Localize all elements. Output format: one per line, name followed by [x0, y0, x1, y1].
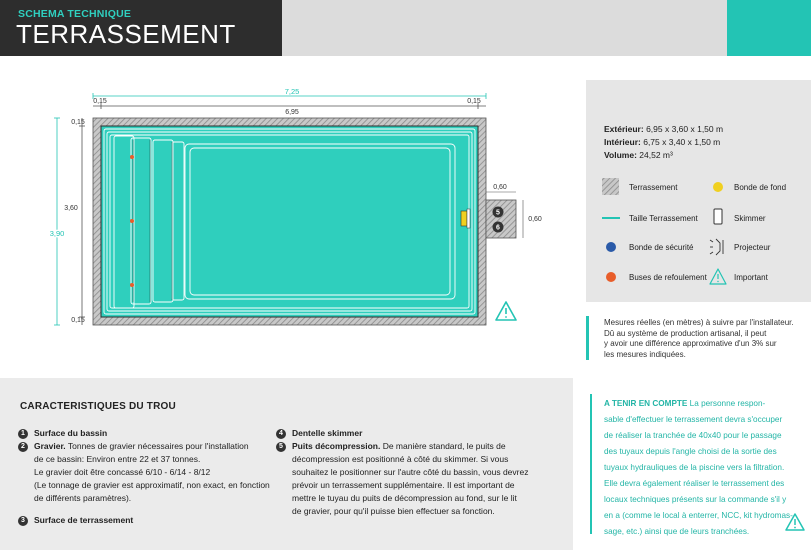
- dim-top-mid: 6,95: [285, 109, 299, 116]
- legend-skimmer: Skimmer: [734, 214, 766, 223]
- legend-icons: [602, 178, 727, 285]
- projector-icon: [709, 238, 724, 256]
- decompression-pit: [485, 199, 517, 239]
- characteristics-panel: [0, 378, 573, 550]
- skimmer-icon: [713, 208, 723, 225]
- warning-icon: [495, 301, 517, 321]
- header-subtitle: SCHEMA TECHNIQUE: [18, 8, 132, 20]
- top-dimensions: [92, 93, 487, 109]
- dim-left-total: 3,90: [50, 229, 65, 238]
- legend-bonde-de-fond: Bonde de fond: [734, 183, 787, 192]
- dim-pit-top: 0,60: [493, 184, 507, 191]
- pit-number-5: [492, 206, 504, 218]
- dim-exterieur: Extérieur: 6,95 x 3,60 x 1,50 m: [604, 124, 724, 134]
- hatched-square-icon: [602, 178, 619, 195]
- note-accent-bar: [586, 316, 589, 360]
- dim-left-bottom: 0,15: [71, 317, 85, 324]
- measurement-note: Mesures réelles (en mètres) à suivre par…: [604, 318, 794, 359]
- legend-important: Important: [734, 273, 768, 282]
- header-dark-block: [0, 0, 282, 56]
- buse-refoulement-3: [130, 283, 134, 287]
- svg-text:5: 5: [496, 210, 500, 217]
- skimmer-marker: [460, 210, 468, 227]
- dim-top-left: 0,15: [93, 98, 107, 105]
- header-teal-block: [727, 0, 811, 56]
- dim-left-top: 0,15: [71, 119, 85, 126]
- warning-icon: [709, 268, 727, 285]
- header-grey-band: [282, 0, 727, 56]
- svg-text:6: 6: [496, 225, 500, 232]
- pool-basin: [100, 125, 479, 318]
- yellow-dot-icon: [713, 182, 723, 192]
- tenir-en-compte-text: A TENIR EN COMPTE La personne respon- sa…: [604, 399, 793, 536]
- left-dimensions: [54, 117, 85, 326]
- tenir-accent-bar: [590, 394, 592, 534]
- legend-buses-refoulement: Buses de refoulement: [629, 273, 707, 282]
- dim-top-total: 7,25: [285, 87, 300, 96]
- warning-icon: [785, 513, 805, 531]
- dim-volume: Volume: 24,52 m³: [604, 150, 673, 160]
- dim-interieur: Intérieur: 6,75 x 3,40 x 1,50 m: [604, 137, 721, 147]
- legend-projecteur: Projecteur: [734, 243, 771, 252]
- dim-left-mid: 3,60: [64, 205, 78, 212]
- blue-dot-icon: [606, 242, 616, 252]
- legend-bonde-securite: Bonde de sécurité: [629, 243, 694, 252]
- pool-steps: [113, 135, 185, 309]
- characteristics-title: CARACTERISTIQUES DU TROU: [20, 401, 176, 412]
- dim-pit-right: 0,60: [528, 216, 542, 223]
- orange-dot-icon: [606, 272, 616, 282]
- buse-refoulement-1: [130, 155, 134, 159]
- legend-taille-terrassement: Taille Terrassement: [629, 214, 698, 223]
- page-title: TERRASSEMENT: [16, 19, 236, 49]
- pit-number-6: [492, 221, 504, 233]
- legend-terrassement: Terrassement: [629, 183, 678, 192]
- legend-panel: [586, 80, 811, 302]
- buse-refoulement-2: [130, 219, 134, 223]
- dim-top-right: 0,15: [467, 98, 481, 105]
- pool-diagram: 7,25 0,15 6,95 0,15 0,15 3,60 3,90 0,15 …: [48, 87, 542, 326]
